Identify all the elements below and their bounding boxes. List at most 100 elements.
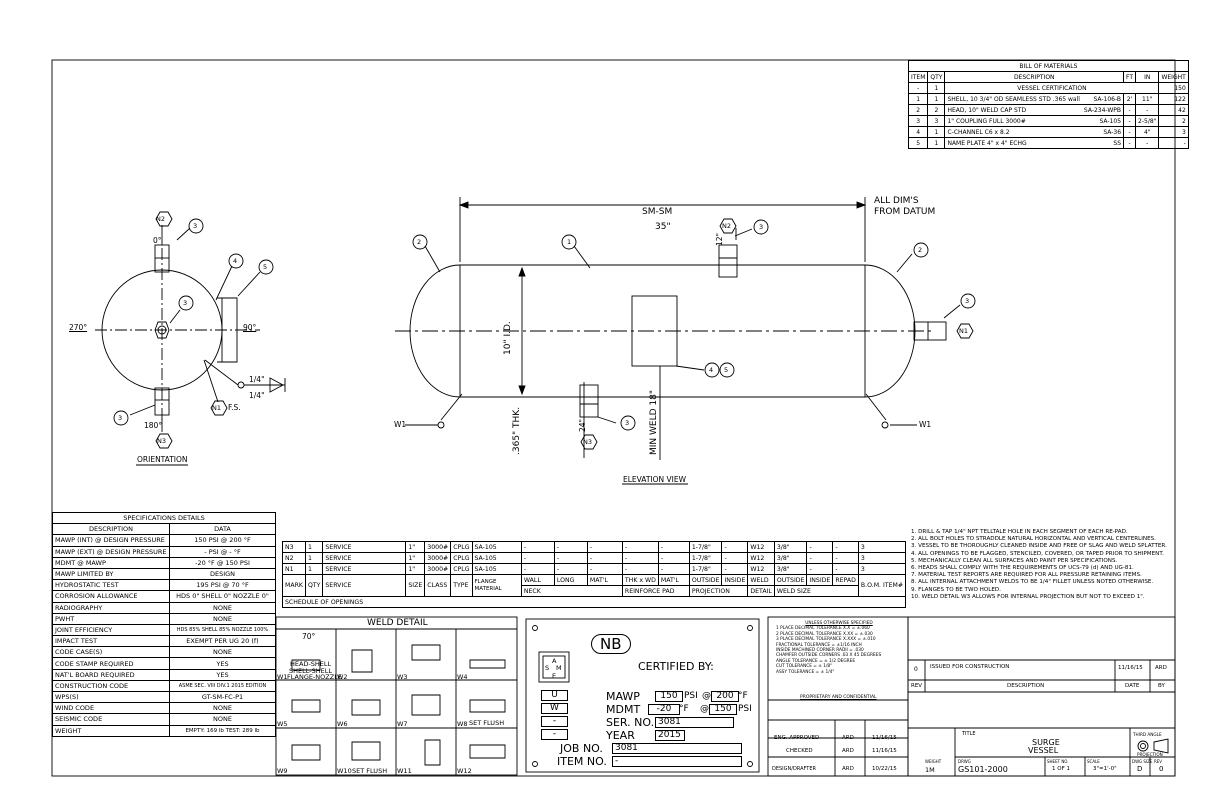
sched-cell: N2 — [282, 552, 306, 564]
title-line-2: VESSEL — [1028, 746, 1059, 755]
sched-cell: SERVICE — [322, 541, 407, 553]
sched-h-wall: WALL — [520, 574, 555, 586]
note-item: 2. ALL BOLT HOLES TO STRADDLE NATURAL HO… — [911, 536, 1156, 543]
table-header-row: NECK REINFORCE PAD PROJECTION DETAIL WEL… — [283, 585, 906, 597]
bom-cell: SA-106-B — [1081, 93, 1125, 105]
weld-flange-nozzle: FLANGE-NOZZLE — [287, 673, 342, 681]
weld-set-flush-2: SET FLUSH — [352, 767, 388, 775]
table-row: 1 1 SHELL, 10 3/4" OD SEAMLESS STD .365 … — [907, 93, 1189, 105]
rev-h-by: BY — [1158, 683, 1165, 689]
orient-n3-label: N3 — [157, 437, 166, 445]
approval-designer-date: 10/22/15 — [872, 766, 897, 772]
sched-cell: 3 — [857, 552, 907, 564]
spec-cell: HYDROSTATIC TEST — [52, 579, 170, 592]
sched-cell: W12 — [747, 563, 775, 575]
tolerance-line: CUT TOLERANCE = ± 1/8" — [776, 664, 833, 670]
tolerances-title: UNLESS OTHERWISE SPECIFIED — [805, 621, 873, 626]
ser-no-value: 3081 — [655, 717, 734, 728]
tolerance-line: 2 PLACE DECIMAL TOLERANCE X.XX = ±.030 — [776, 631, 873, 637]
note-item: 8. ALL INTERNAL ATTACHMENT WELDS TO BE 1… — [911, 579, 1154, 586]
orient-n2-label: N2 — [156, 215, 165, 223]
weld-label-w11: W11 — [397, 767, 412, 775]
sched-cell: - — [721, 552, 749, 564]
weld-label-w10: W10 — [337, 767, 352, 775]
table-row: 4 1 C-CHANNEL C6 x 8.2 SA-36 - 4" 3 — [907, 126, 1189, 138]
tolerance-line: FRACTIONAL TOLERANCE = ±1/16 INCH — [776, 642, 862, 648]
orient-bubble-3c: 3 — [118, 414, 123, 422]
sched-cell: SERVICE — [322, 552, 407, 564]
sched-h-long: LONG — [553, 574, 588, 586]
bom-cell: 1 — [927, 126, 946, 138]
elev-bubble-4: 4 — [709, 366, 714, 374]
orient-90-deg: 90° — [243, 323, 257, 332]
sched-cell: W12 — [747, 552, 775, 564]
spec-cell: CODE CASE(S) — [52, 646, 170, 659]
spec-cell: NONE — [169, 601, 276, 614]
elev-bubble-3a: 3 — [759, 223, 764, 231]
sched-h-weld: WELD — [747, 574, 775, 586]
mdmt-f: °F — [679, 704, 689, 714]
sched-h-flange: FLANGE MATERIAL — [471, 574, 522, 597]
bom-title: BILL OF MATERIALS — [908, 60, 1189, 72]
sched-cell: - — [586, 552, 623, 564]
spec-cell: -20 °F @ 150 PSI — [169, 556, 276, 569]
bom-cell: 3 — [1158, 126, 1189, 138]
spec-cell: YES — [169, 657, 276, 670]
certified-by: CERTIFIED BY: — [638, 660, 714, 673]
nameplate-frame — [525, 618, 760, 773]
sched-cell: - — [832, 552, 859, 564]
sched-cell: - — [553, 552, 588, 564]
bom-h-desc: DESCRIPTION — [944, 71, 1125, 83]
weld-label-w8: W8 — [457, 720, 468, 728]
sched-cell: 1-7/8" — [688, 563, 723, 575]
weight-value: 1M — [925, 766, 935, 774]
approval-checked-date: 11/16/15 — [872, 748, 897, 754]
elev-n2-label: N2 — [722, 222, 731, 230]
sched-cell: - — [657, 541, 690, 553]
spec-cell: NONE — [169, 702, 276, 715]
sched-cell: CPLG — [450, 552, 473, 564]
approval-eng-date: 11/16/15 — [872, 735, 897, 741]
rev-h-date: DATE — [1125, 683, 1140, 689]
orient-bubble-3b: 3 — [183, 299, 188, 307]
bom-h-ft: FT — [1123, 71, 1137, 83]
bom-cell: 150 — [1158, 82, 1189, 94]
sched-cell: N1 — [282, 563, 306, 575]
sched-h-qty: QTY — [304, 574, 324, 597]
weld-label-w5: W5 — [277, 720, 288, 728]
table-row: MDMT @ MAWP-20 °F @ 150 PSI — [52, 556, 276, 569]
rev-value: 0 — [1159, 765, 1164, 773]
elevation-title: ELEVATION VIEW — [623, 475, 687, 484]
titleblock-frame — [767, 616, 1176, 777]
orient-bubble-5: 5 — [263, 263, 268, 271]
spec-cell: WIND CODE — [52, 702, 170, 715]
table-row: - 1 VESSEL CERTIFICATION 150 — [907, 82, 1189, 94]
sched-cell: 3 — [857, 563, 907, 575]
sched-cell: 1" — [405, 552, 426, 564]
bom-cell: 4 — [907, 126, 929, 138]
spec-cell: 150 PSI @ 200 °F — [169, 534, 276, 547]
orient-bubble-3a: 3 — [193, 222, 198, 230]
tolerance-line: INSIDE MACHINED CORNER RADII = .030 — [776, 648, 864, 654]
weld-label-w2: W2 — [337, 673, 348, 681]
weld-label-w3: W3 — [397, 673, 408, 681]
sched-cell: SERVICE — [322, 563, 407, 575]
elev-bubble-5: 5 — [724, 366, 729, 374]
sched-h-inside2: INSIDE — [806, 574, 834, 586]
rev-row-desc: ISSUED FOR CONSTRUCTION — [930, 664, 1010, 670]
job-no-label: JOB NO. — [560, 742, 603, 755]
bom-cell: - — [1123, 137, 1137, 149]
weld-set-flush-1: SET FLUSH — [469, 719, 505, 727]
orient-bubble-4: 4 — [233, 257, 238, 265]
bom-h-in: IN — [1135, 71, 1160, 83]
elev-dim-length: 35" — [655, 222, 671, 232]
stamp-a: A — [552, 657, 557, 665]
elev-bubble-3b: 3 — [965, 297, 970, 305]
year-label: YEAR — [606, 729, 635, 742]
